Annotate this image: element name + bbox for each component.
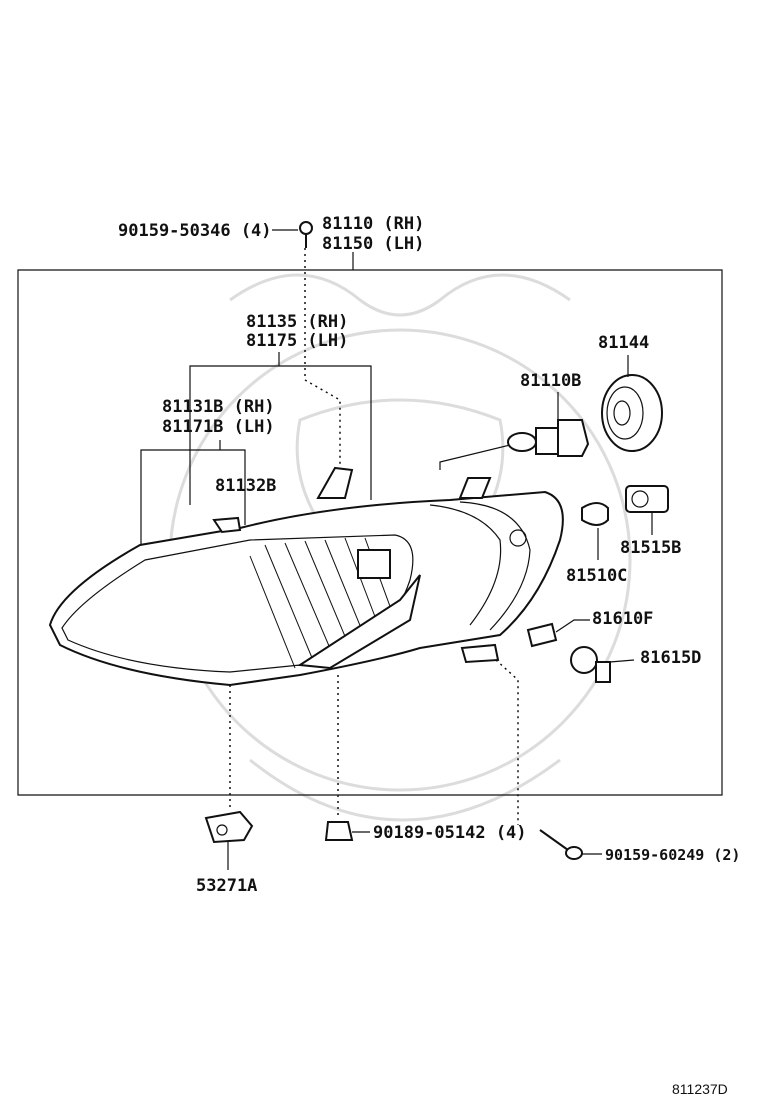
headlamp-assembly bbox=[48, 466, 564, 687]
bulb-icon bbox=[439, 419, 590, 470]
label-seal: 81132B bbox=[215, 476, 276, 496]
label-bolt-top: 90159-50346 (4) bbox=[118, 221, 272, 241]
small-bulb-icon bbox=[526, 622, 558, 648]
socket-icon bbox=[625, 485, 669, 513]
label-bulb-head: 81110B bbox=[520, 371, 581, 391]
wedge-bulb-icon bbox=[581, 502, 609, 526]
twist-socket-icon bbox=[570, 646, 611, 683]
label-screw: 90159-60249 (2) bbox=[605, 846, 740, 864]
leader-bulb-2 bbox=[555, 619, 590, 633]
leader-socket-2 bbox=[609, 659, 635, 663]
label-reflector-lh: 81171B (LH) bbox=[162, 417, 275, 437]
label-socket-1: 81515B bbox=[620, 538, 681, 558]
label-clip: 90189-05142 (4) bbox=[373, 823, 527, 843]
bracket-icon bbox=[204, 810, 254, 844]
leader-lens bbox=[189, 352, 372, 505]
bolt-icon bbox=[299, 221, 313, 248]
assembly-frame bbox=[17, 269, 723, 796]
label-reflector-rh: 81131B (RH) bbox=[162, 397, 275, 417]
label-unit-lh: 81150 (LH) bbox=[322, 234, 424, 254]
leader-bolt-dotted bbox=[304, 248, 341, 470]
label-bulb-2: 81610F bbox=[592, 609, 653, 629]
label-lens-lh: 81175 (LH) bbox=[246, 331, 348, 351]
screw-icon bbox=[539, 829, 583, 860]
label-socket-2: 81615D bbox=[640, 648, 701, 668]
label-bracket: 53271A bbox=[196, 876, 257, 896]
clip-icon bbox=[324, 821, 354, 841]
label-bulb-1: 81510C bbox=[566, 566, 627, 586]
cap-icon bbox=[601, 374, 663, 452]
figure-code: 811237D bbox=[672, 1081, 728, 1097]
leader-reflector bbox=[140, 440, 246, 550]
label-lens-rh: 81135 (RH) bbox=[246, 312, 348, 332]
label-cap: 81144 bbox=[598, 333, 649, 353]
label-unit-rh: 81110 (RH) bbox=[322, 214, 424, 234]
leader-screw-dotted bbox=[495, 659, 519, 825]
